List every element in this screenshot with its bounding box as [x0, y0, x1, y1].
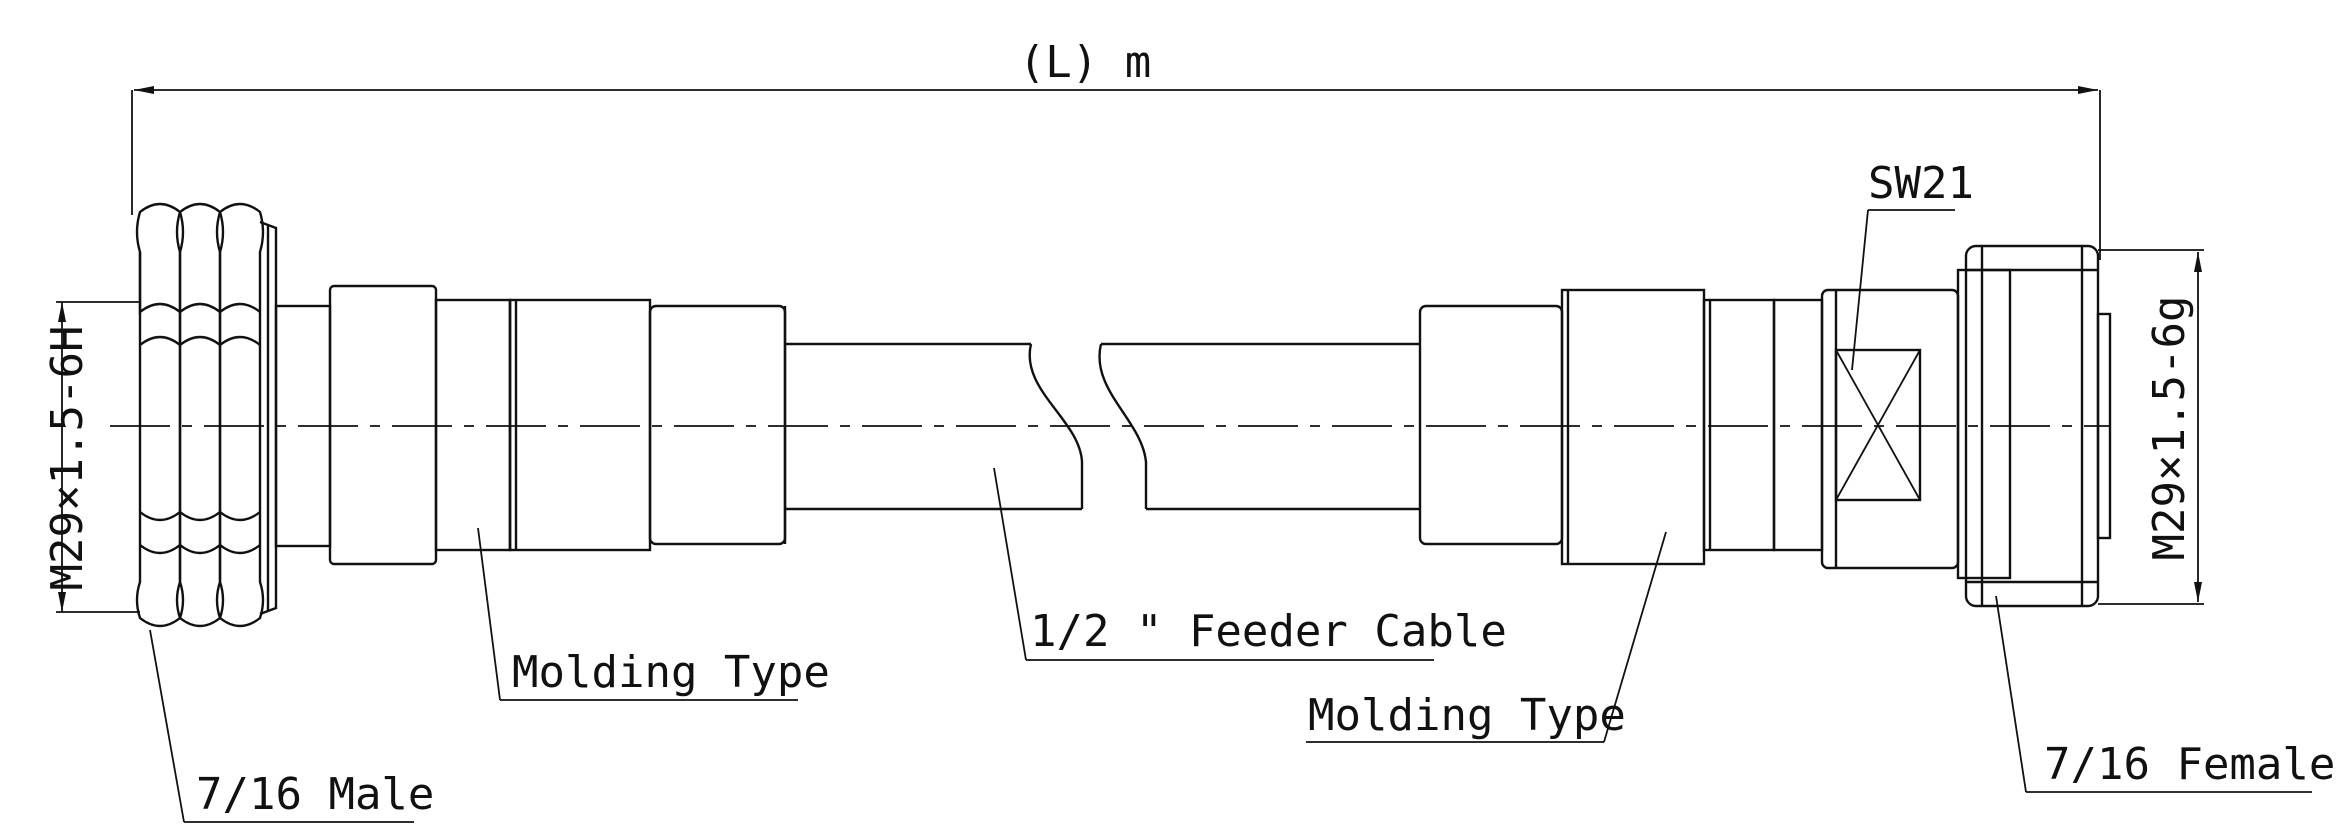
length-dimension: (L) m	[131, 37, 2101, 260]
female-text: 7/16 Female	[2044, 739, 2335, 790]
female-callout: 7/16 Female	[1995, 595, 2335, 793]
wrench-size-callout: SW21	[1851, 158, 1974, 371]
male-text: 7/16 Male	[196, 769, 434, 820]
cable-text: 1/2 " Feeder Cable	[1030, 606, 1507, 657]
molding-right-text: Molding Type	[1308, 690, 1626, 741]
male-connector-nut	[135, 202, 278, 628]
female-connector-body	[1418, 244, 2112, 608]
molding-left-text: Molding Type	[512, 647, 830, 698]
molding-right-callout: Molding Type	[1306, 531, 1667, 743]
molding-left-callout: Molding Type	[477, 527, 830, 701]
male-callout: 7/16 Male	[149, 629, 434, 823]
female-thread-dimension: M29×1.5-6g	[2098, 249, 2204, 605]
male-thread-dimension: M29×1.5-6H	[42, 301, 140, 613]
cable-callout: 1/2 " Feeder Cable	[993, 467, 1507, 661]
female-thread-text: M29×1.5-6g	[2144, 296, 2195, 561]
length-dim-text: (L) m	[1019, 37, 1151, 88]
feeder-cable	[785, 342, 1420, 511]
male-connector-body	[274, 284, 787, 566]
wrench-size-text: SW21	[1868, 158, 1974, 209]
male-thread-text: M29×1.5-6H	[42, 326, 93, 591]
